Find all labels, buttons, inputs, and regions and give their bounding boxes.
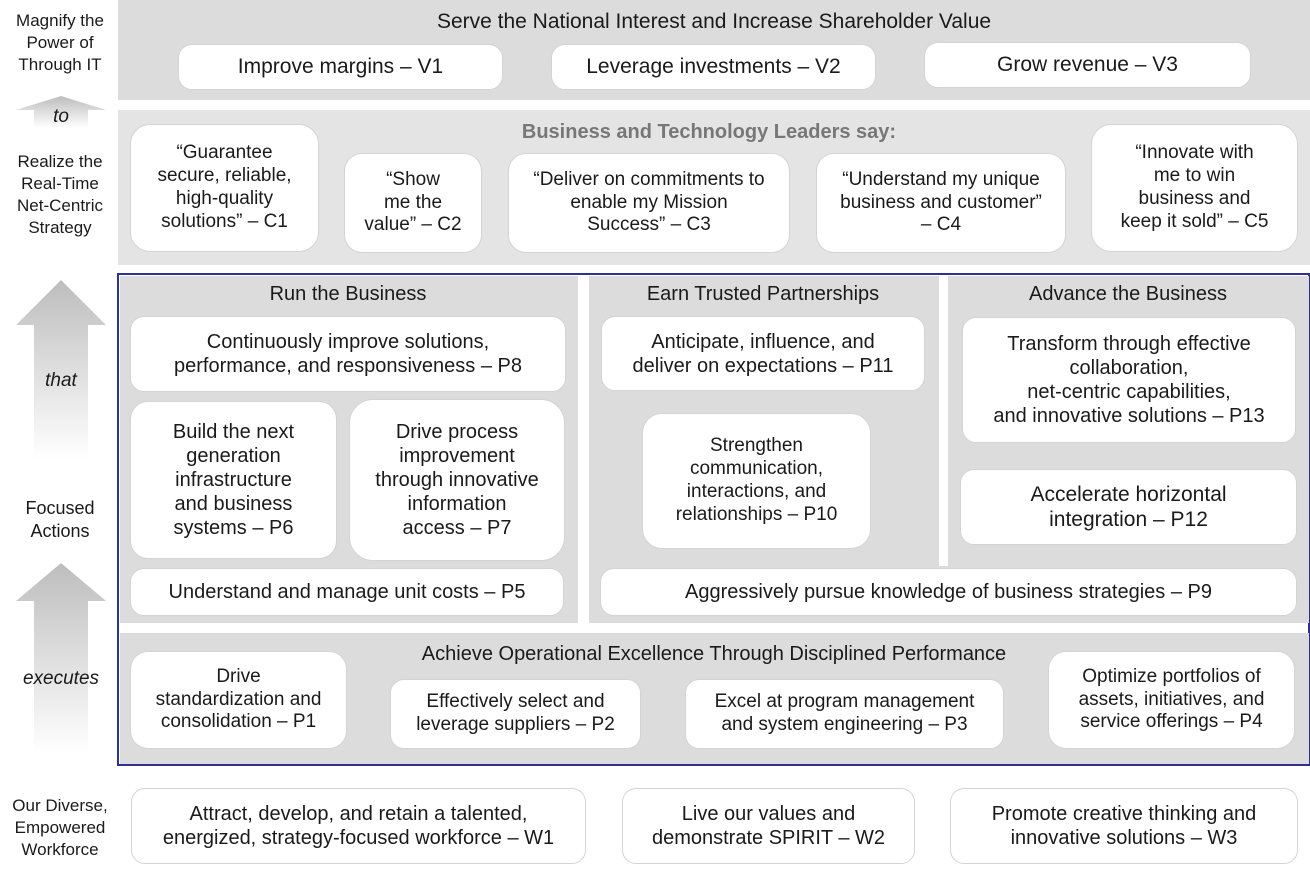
workforce-w3: Promote creative thinking and innovative… — [950, 788, 1298, 864]
workforce-w1: Attract, develop, and retain a talented,… — [131, 788, 586, 864]
value-v3: Grow revenue – V3 — [924, 42, 1251, 88]
process-p1: Drive standardization and consolidation … — [130, 651, 347, 749]
arrow-label-that: that — [45, 370, 77, 391]
process-p12: Accelerate horizontal integration – P12 — [960, 469, 1297, 545]
process-p11: Anticipate, influence, and deliver on ex… — [601, 316, 925, 391]
process-p13: Transform through effective collaboratio… — [962, 317, 1296, 443]
process-p8: Continuously improve solutions, performa… — [130, 316, 566, 392]
process-p6: Build the next generation infrastructure… — [130, 401, 337, 559]
label-magnify: Magnify the Power of Through IT — [16, 11, 104, 75]
label-focused-actions: Focused Actions — [25, 498, 95, 542]
process-p4: Optimize portfolios of assets, initiativ… — [1048, 651, 1295, 749]
advance-column-title: Advance the Business — [1029, 283, 1227, 305]
process-p3: Excel at program management and system e… — [685, 679, 1004, 749]
process-p10: Strengthen communication, interactions, … — [642, 413, 871, 549]
value-v2: Leverage investments – V2 — [551, 44, 876, 90]
customer-c1: “Guarantee secure, reliable, high-qualit… — [130, 124, 319, 252]
earn-column-title: Earn Trusted Partnerships — [646, 283, 880, 305]
workforce-w2: Live our values and demonstrate SPIRIT –… — [622, 788, 915, 864]
value-v1: Improve margins – V1 — [178, 44, 503, 90]
customer-band-title: Business and Technology Leaders say: — [521, 121, 897, 143]
arrow-label-to: to — [53, 106, 69, 127]
label-workforce: Our Diverse, Empowered Workforce — [12, 796, 108, 860]
customer-c2: “Show me the value” – C2 — [344, 153, 482, 253]
value-band-title: Serve the National Interest and Increase… — [436, 10, 992, 33]
ops-band-title: Achieve Operational Excellence Through D… — [421, 643, 1007, 665]
process-p5: Understand and manage unit costs – P5 — [130, 568, 564, 616]
arrow-up-icon-that — [16, 280, 106, 460]
run-column-title: Run the Business — [269, 283, 427, 305]
arrow-up-icon-to — [16, 96, 106, 128]
process-p7: Drive process improvement through innova… — [349, 399, 565, 561]
process-p9: Aggressively pursue knowledge of busines… — [600, 568, 1297, 616]
customer-c4: “Understand my unique business and custo… — [816, 153, 1066, 253]
customer-c5: “Innovate with me to win business and ke… — [1091, 124, 1298, 252]
arrow-label-executes: executes — [22, 668, 100, 689]
process-p2: Effectively select and leverage supplier… — [390, 679, 641, 749]
arrow-up-icon-executes — [16, 563, 106, 753]
label-realize: Realize the Real-Time Net-Centric Strate… — [17, 152, 103, 238]
customer-c3: “Deliver on commitments to enable my Mis… — [508, 153, 790, 253]
